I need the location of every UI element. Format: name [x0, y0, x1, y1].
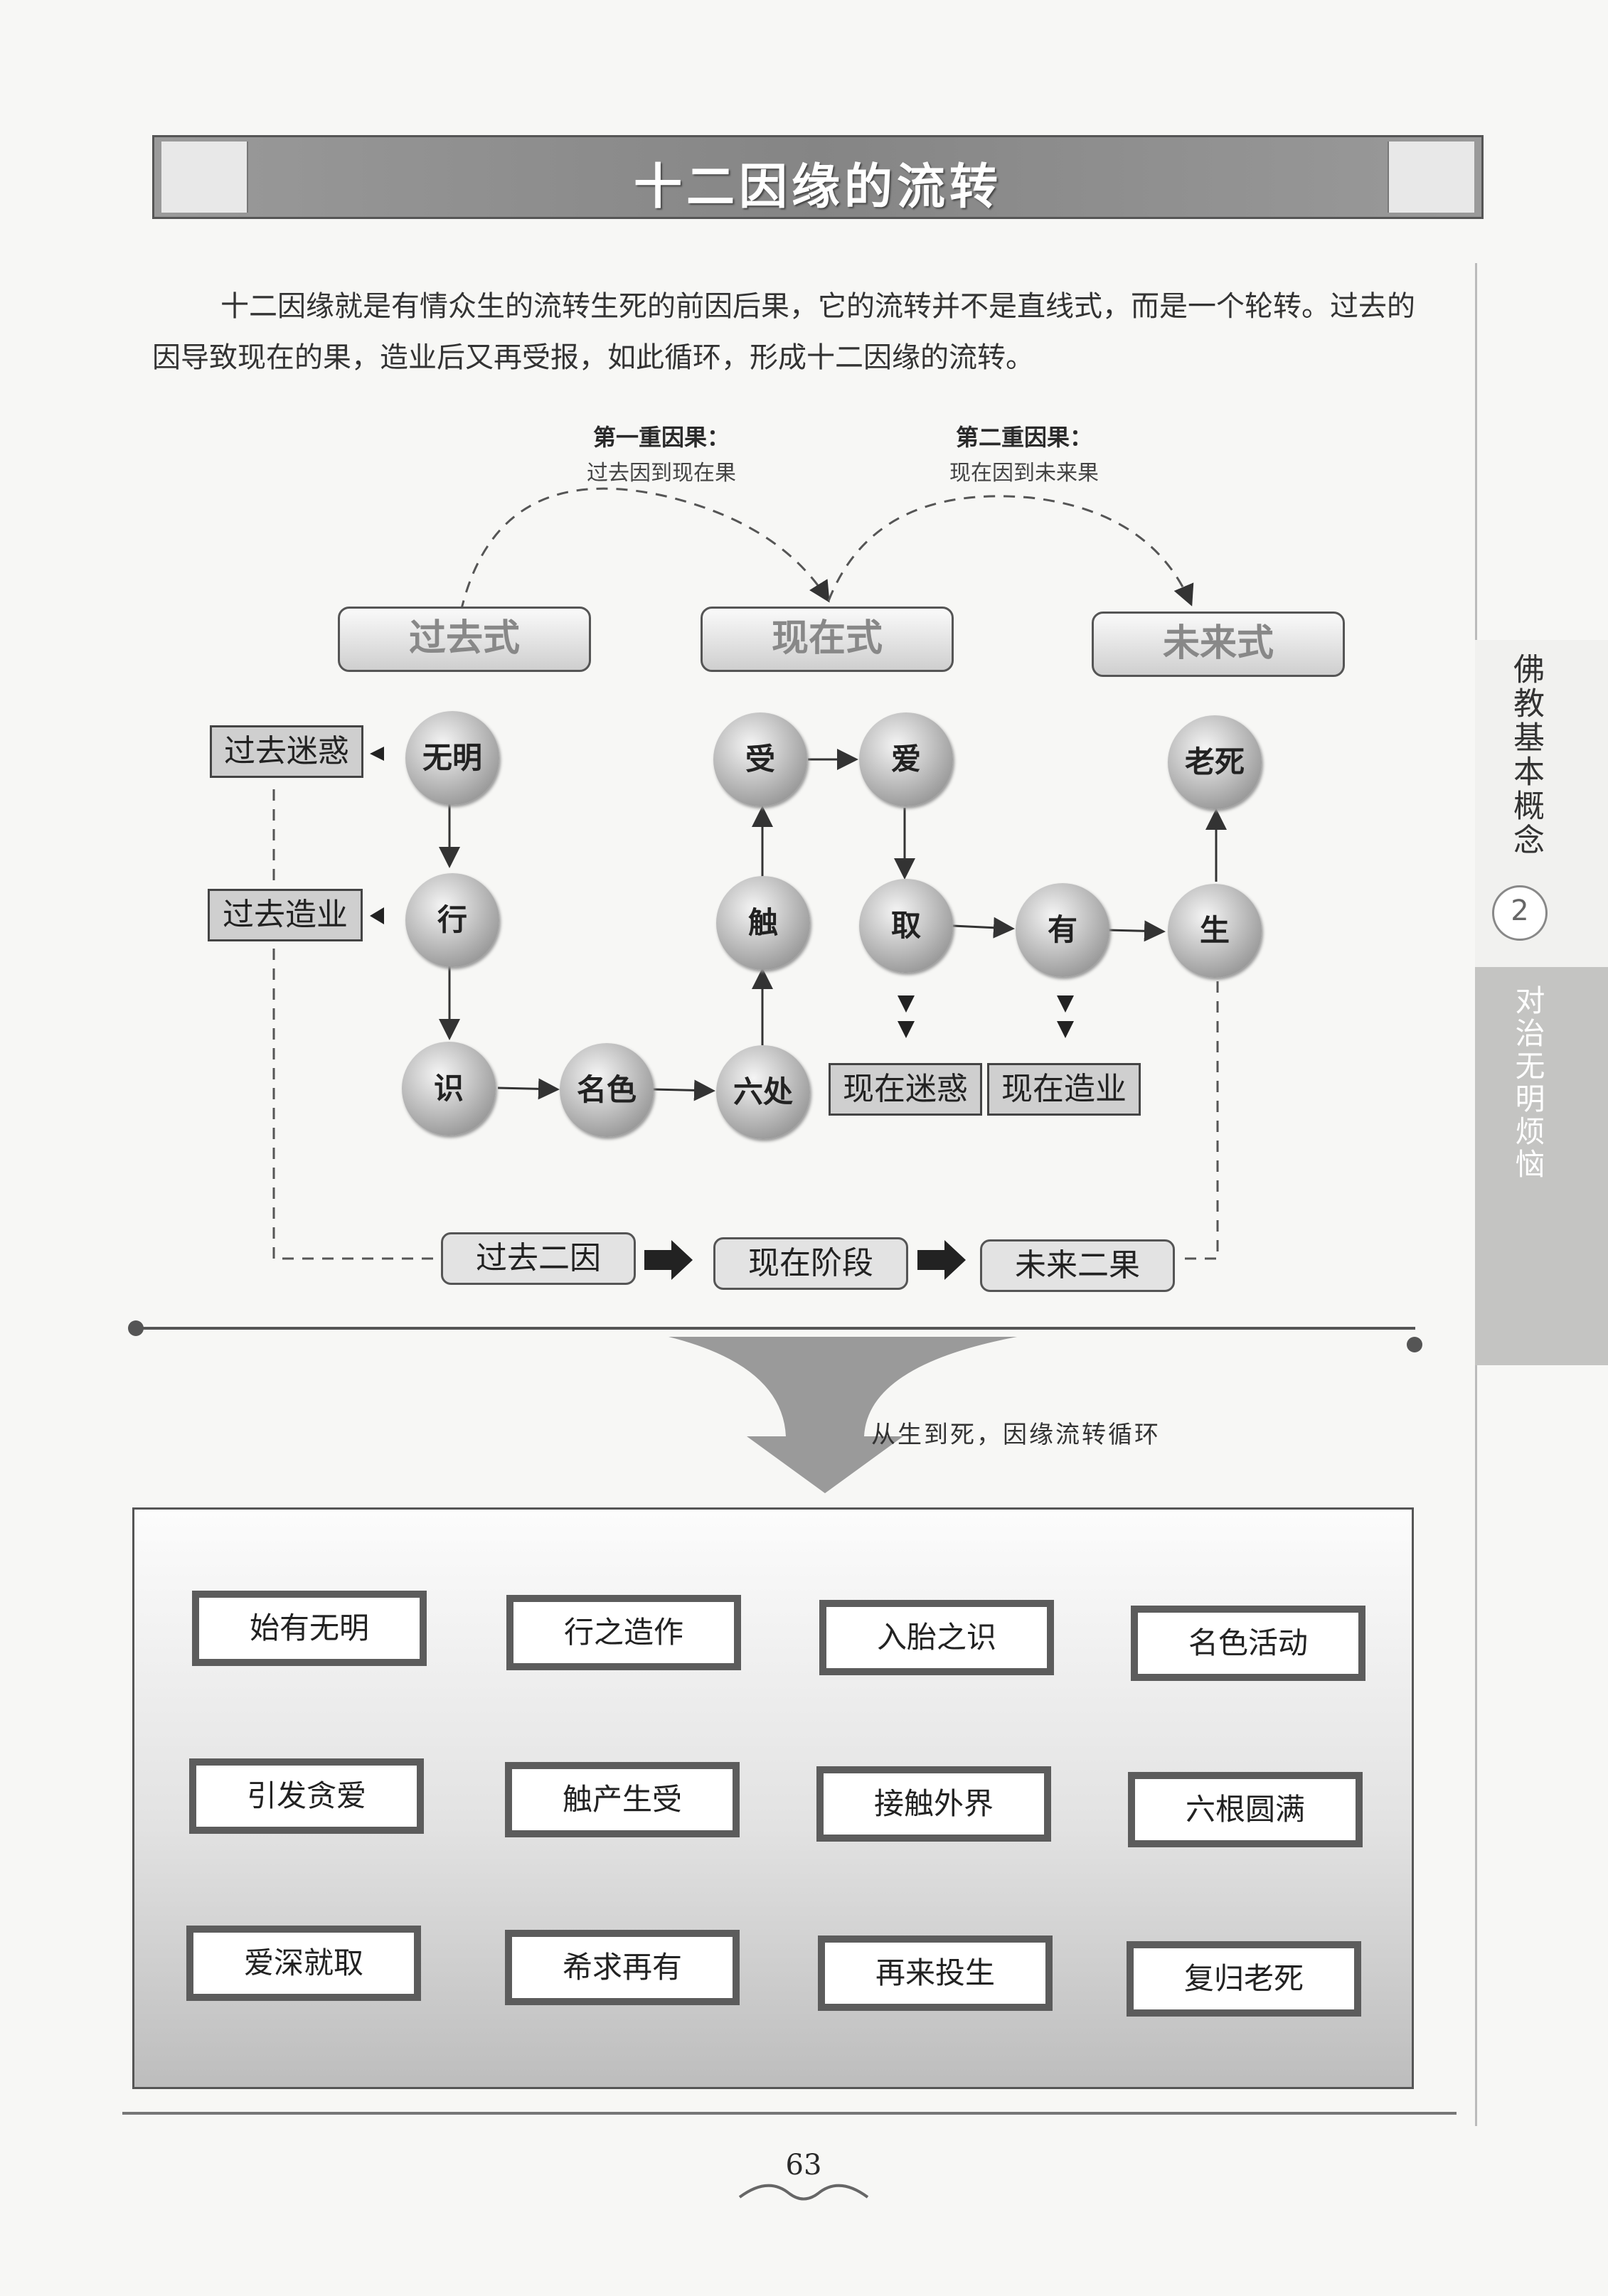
- circulation-label: 从生到死，因缘流转循环: [871, 1421, 1161, 1449]
- era-future: 未来式: [1092, 612, 1345, 677]
- node-liuchu: 六处: [716, 1045, 810, 1139]
- flow-step-1: 始有无明: [192, 1591, 427, 1666]
- flow-step-2: 行之造作: [506, 1595, 741, 1670]
- flow-step-8: 引发贪爱: [189, 1758, 424, 1834]
- sidebar-chapter-title: 对治无明烦恼: [1511, 985, 1545, 1181]
- flow-step-4: 名色活动: [1131, 1606, 1365, 1681]
- flow-step-10: 希求再有: [505, 1930, 740, 2005]
- node-shi: 识: [402, 1042, 496, 1136]
- era-past: 过去式: [338, 607, 591, 672]
- flow-step-5: 六根圆满: [1128, 1772, 1363, 1847]
- label-present-delusion: 现在迷惑: [829, 1063, 982, 1116]
- node-mingse: 名色: [560, 1043, 654, 1137]
- node-qu: 取: [859, 879, 953, 973]
- title-bar: 十二因缘的流转: [152, 135, 1484, 219]
- sidebar-book-title: 佛教基本概念: [1508, 653, 1544, 858]
- node-wuming: 无明: [405, 711, 499, 805]
- page-title: 十二因缘的流转: [633, 159, 1002, 215]
- node-chu: 触: [716, 876, 810, 970]
- intro-paragraph: 十二因缘就是有情众生的流转生死的前因后果，它的流转并不是直线式，而是一个轮转。过…: [152, 290, 1415, 374]
- footer-line: [122, 2112, 1457, 2115]
- section-divider: [135, 1327, 1415, 1330]
- chapter-number-badge: 2: [1492, 885, 1548, 941]
- flow-step-6: 接触外界: [816, 1766, 1051, 1842]
- stage-present: 现在阶段: [713, 1237, 908, 1290]
- second-cause-sub: 现在因到未来果: [949, 461, 1099, 486]
- node-shou: 受: [713, 712, 807, 806]
- palm-tree-icon: [1388, 142, 1474, 213]
- node-sheng: 生: [1168, 884, 1262, 978]
- stage-past-causes: 过去二因: [441, 1232, 636, 1285]
- node-laosi: 老死: [1168, 715, 1262, 809]
- flow-step-3: 入胎之识: [819, 1600, 1054, 1675]
- flow-step-9: 爱深就取: [186, 1926, 421, 2001]
- second-cause-title: 第二重因果：: [955, 424, 1092, 451]
- era-present: 现在式: [701, 607, 954, 672]
- sidebar-bottom: [1475, 967, 1608, 1365]
- label-present-karma: 现在造业: [987, 1063, 1141, 1116]
- flow-step-7: 触产生受: [505, 1762, 740, 1837]
- flow-step-11: 再来投生: [818, 1935, 1053, 2011]
- first-cause-sub: 过去因到现在果: [587, 461, 736, 486]
- flow-step-12: 复归老死: [1127, 1941, 1361, 2017]
- node-you: 有: [1016, 883, 1109, 977]
- first-cause-title: 第一重因果：: [592, 424, 730, 451]
- label-past-karma: 过去造业: [208, 889, 363, 941]
- divider-dot-right: [1407, 1337, 1422, 1352]
- node-xing: 行: [405, 873, 499, 967]
- divider-dot-left: [128, 1320, 144, 1336]
- stage-future-effects: 未来二果: [980, 1239, 1175, 1292]
- lotus-icon: [161, 142, 248, 213]
- label-past-delusion: 过去迷惑: [210, 725, 363, 778]
- page-number: 63: [785, 2149, 822, 2182]
- node-ai: 爱: [859, 712, 953, 806]
